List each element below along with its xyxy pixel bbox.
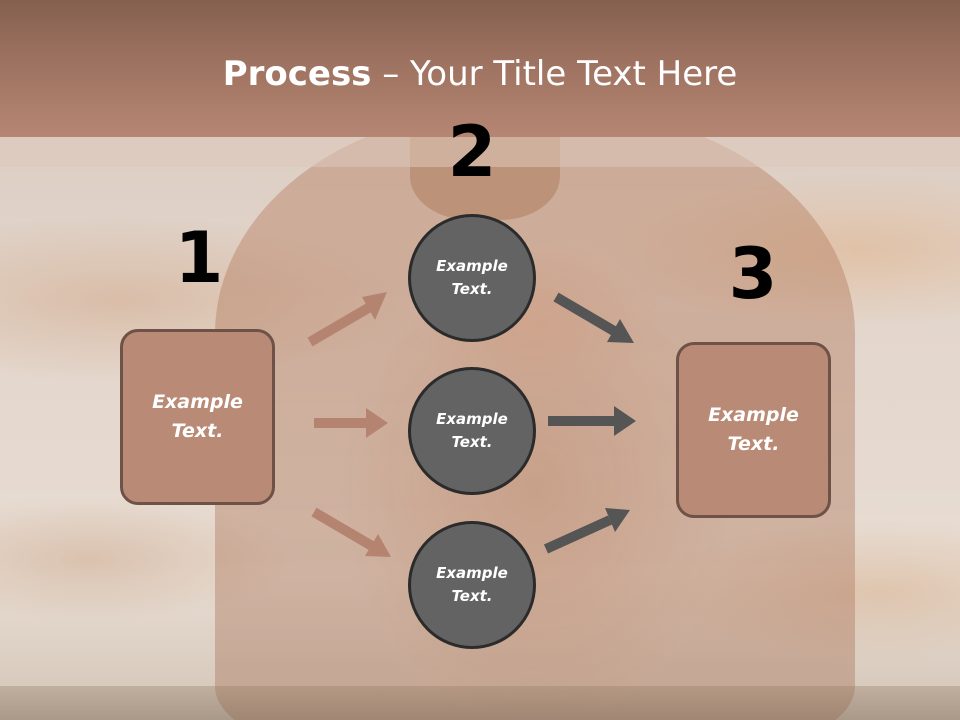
step-box-3-text: Example Text.: [708, 404, 799, 455]
arrow-circle-top-to-box3: [553, 292, 634, 343]
circle-bottom-text: Example Text.: [436, 564, 508, 605]
circle-bottom[interactable]: Example Text.: [408, 521, 536, 649]
step-number-2: 2: [447, 111, 497, 193]
title-bold: Process: [222, 54, 372, 94]
arrow-box1-to-circle-bottom: [311, 507, 391, 557]
circle-top-text: Example Text.: [436, 257, 508, 298]
background-ground: [0, 686, 960, 720]
title-rest: – Your Title Text Here: [371, 54, 738, 94]
arrow-circle-bottom-to-box3: [543, 508, 630, 554]
arrow-box1-to-circle-top: [307, 292, 387, 347]
step-box-1[interactable]: Example Text.: [120, 329, 275, 505]
step-box-3[interactable]: Example Text.: [676, 342, 831, 518]
title-bar: [0, 0, 960, 137]
step-number-3: 3: [728, 233, 778, 315]
circle-middle-text: Example Text.: [436, 410, 508, 451]
step-number-1: 1: [174, 217, 224, 299]
circle-top[interactable]: Example Text.: [408, 214, 536, 342]
circle-middle[interactable]: Example Text.: [408, 367, 536, 495]
arrow-box1-to-circle-middle: [314, 408, 388, 438]
title-bar-band: [0, 137, 960, 167]
arrow-circle-middle-to-box3: [548, 406, 636, 436]
step-box-1-text: Example Text.: [152, 391, 243, 442]
slide-title[interactable]: Process – Your Title Text Here: [0, 52, 960, 96]
